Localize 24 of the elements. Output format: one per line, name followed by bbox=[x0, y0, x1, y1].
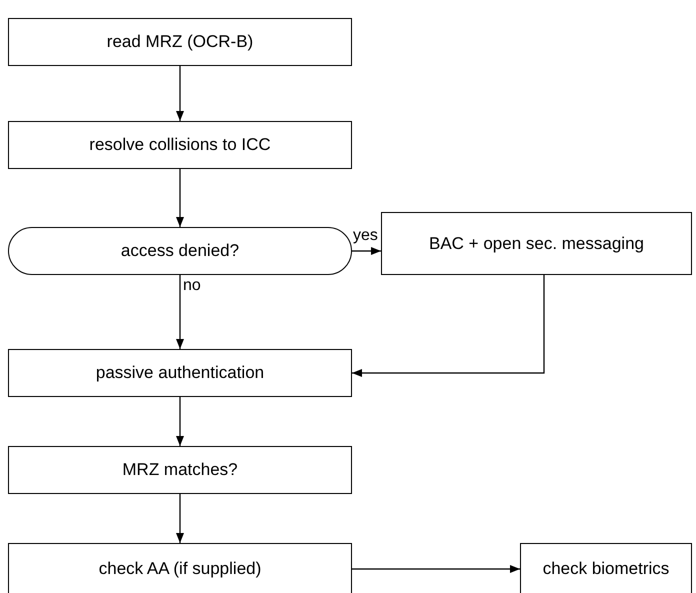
arrow bbox=[352, 565, 520, 573]
node-label: MRZ matches? bbox=[122, 460, 238, 480]
arrow bbox=[176, 494, 184, 543]
arrow bbox=[176, 397, 184, 446]
process-box bbox=[8, 18, 352, 66]
process-box bbox=[8, 543, 352, 593]
node-label: access denied? bbox=[120, 241, 240, 261]
arrow bbox=[176, 275, 184, 349]
process-box bbox=[8, 446, 352, 494]
node-label: resolve collisions to ICC bbox=[89, 135, 271, 155]
node-label: check biometrics bbox=[542, 558, 670, 578]
process-box bbox=[520, 543, 692, 593]
arrow bbox=[352, 247, 381, 255]
node-label: BAC + open sec. messaging bbox=[429, 234, 644, 254]
arrow bbox=[352, 275, 545, 377]
process-box bbox=[8, 121, 352, 169]
decision-box bbox=[8, 227, 352, 275]
arrow bbox=[176, 169, 184, 227]
arrow bbox=[176, 66, 184, 121]
process-box bbox=[381, 212, 692, 275]
node-label: passive authentication bbox=[96, 363, 264, 383]
node-label: check AA (if supplied) bbox=[98, 558, 262, 578]
process-box bbox=[8, 349, 352, 397]
node-label: read MRZ (OCR-B) bbox=[106, 32, 254, 52]
